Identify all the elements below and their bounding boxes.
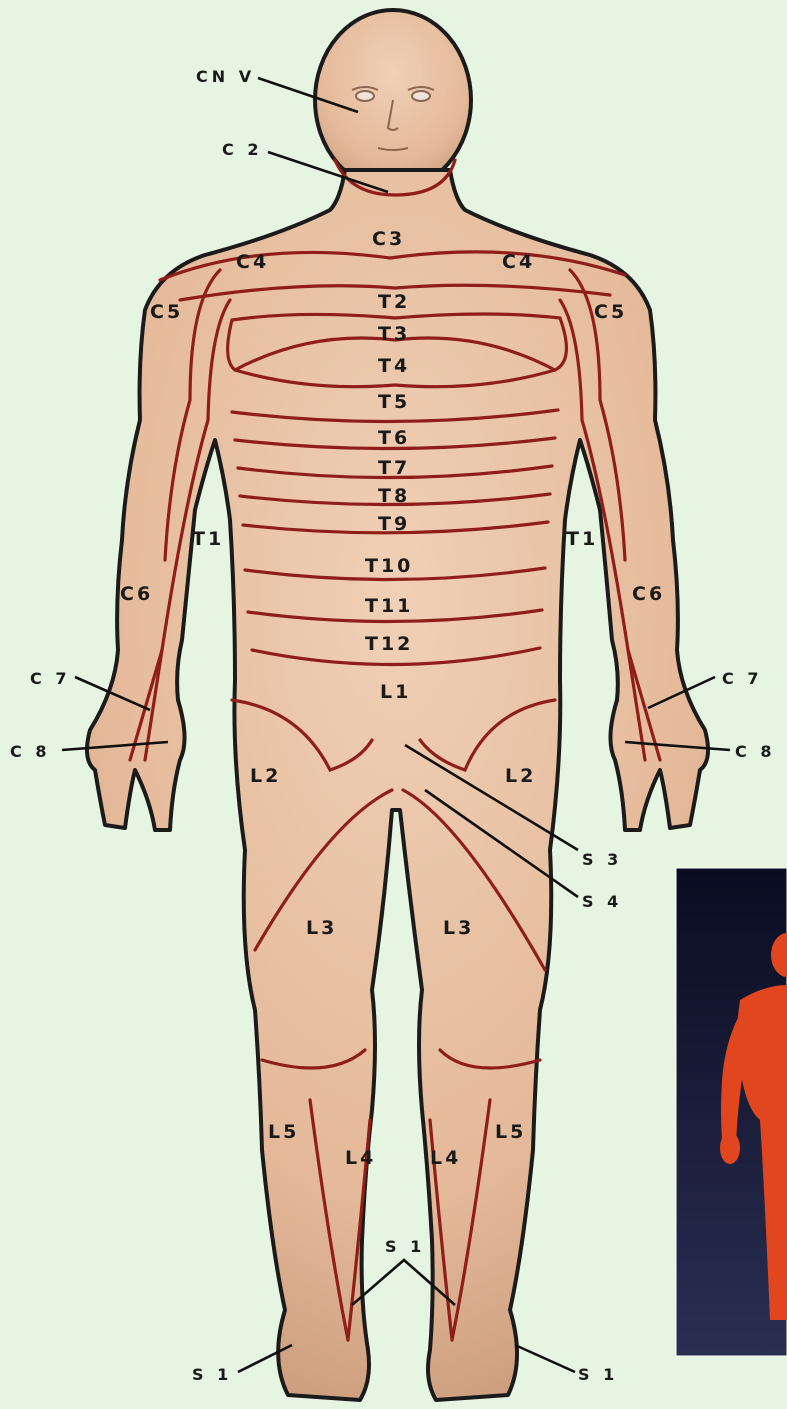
label-l4-right: L4: [430, 1147, 461, 1169]
label-l1: L1: [380, 681, 411, 703]
label-l3-right: L3: [443, 917, 474, 939]
label-t9: T9: [378, 513, 410, 535]
body-silhouette: [87, 10, 708, 1400]
label-c3: C3: [372, 228, 405, 250]
label-c4-right: C4: [502, 251, 535, 273]
inset-3d-figure: [676, 868, 787, 1356]
label-t5: T5: [378, 391, 410, 413]
label-c8-right: C 8: [735, 742, 775, 761]
label-t8: T8: [378, 485, 410, 507]
label-c7-right: C 7: [722, 669, 762, 688]
label-t12: T12: [365, 633, 413, 655]
label-cnv: CN V: [196, 67, 255, 86]
label-t3: T3: [378, 323, 410, 345]
label-l2-right: L2: [505, 765, 536, 787]
label-t2: T2: [378, 291, 410, 313]
label-t4: T4: [378, 355, 410, 377]
label-l5-right: L5: [495, 1121, 526, 1143]
label-s3: S 3: [582, 850, 622, 869]
label-t7: T7: [378, 457, 410, 479]
label-s4: S 4: [582, 892, 622, 911]
label-c2: C 2: [222, 140, 262, 159]
label-c6-left: C6: [120, 583, 153, 605]
label-c6-right: C6: [632, 583, 665, 605]
label-t1-right: T1: [566, 528, 598, 550]
label-t11: T11: [365, 595, 413, 617]
label-s1-top: S 1: [385, 1237, 425, 1256]
label-c7-left: C 7: [30, 669, 70, 688]
label-l5-left: L5: [268, 1121, 299, 1143]
label-c5-left: C5: [150, 301, 183, 323]
label-t1-left: T1: [192, 528, 224, 550]
label-c4-left: C4: [236, 251, 269, 273]
label-t6: T6: [378, 427, 410, 449]
label-s1-right: S 1: [578, 1365, 618, 1384]
label-l2-left: L2: [250, 765, 281, 787]
label-l4-left: L4: [345, 1147, 376, 1169]
label-t10: T10: [365, 555, 413, 577]
label-s1-left: S 1: [192, 1365, 232, 1384]
label-l3-left: L3: [306, 917, 337, 939]
label-c5-right: C5: [594, 301, 627, 323]
label-c8-left: C 8: [10, 742, 50, 761]
